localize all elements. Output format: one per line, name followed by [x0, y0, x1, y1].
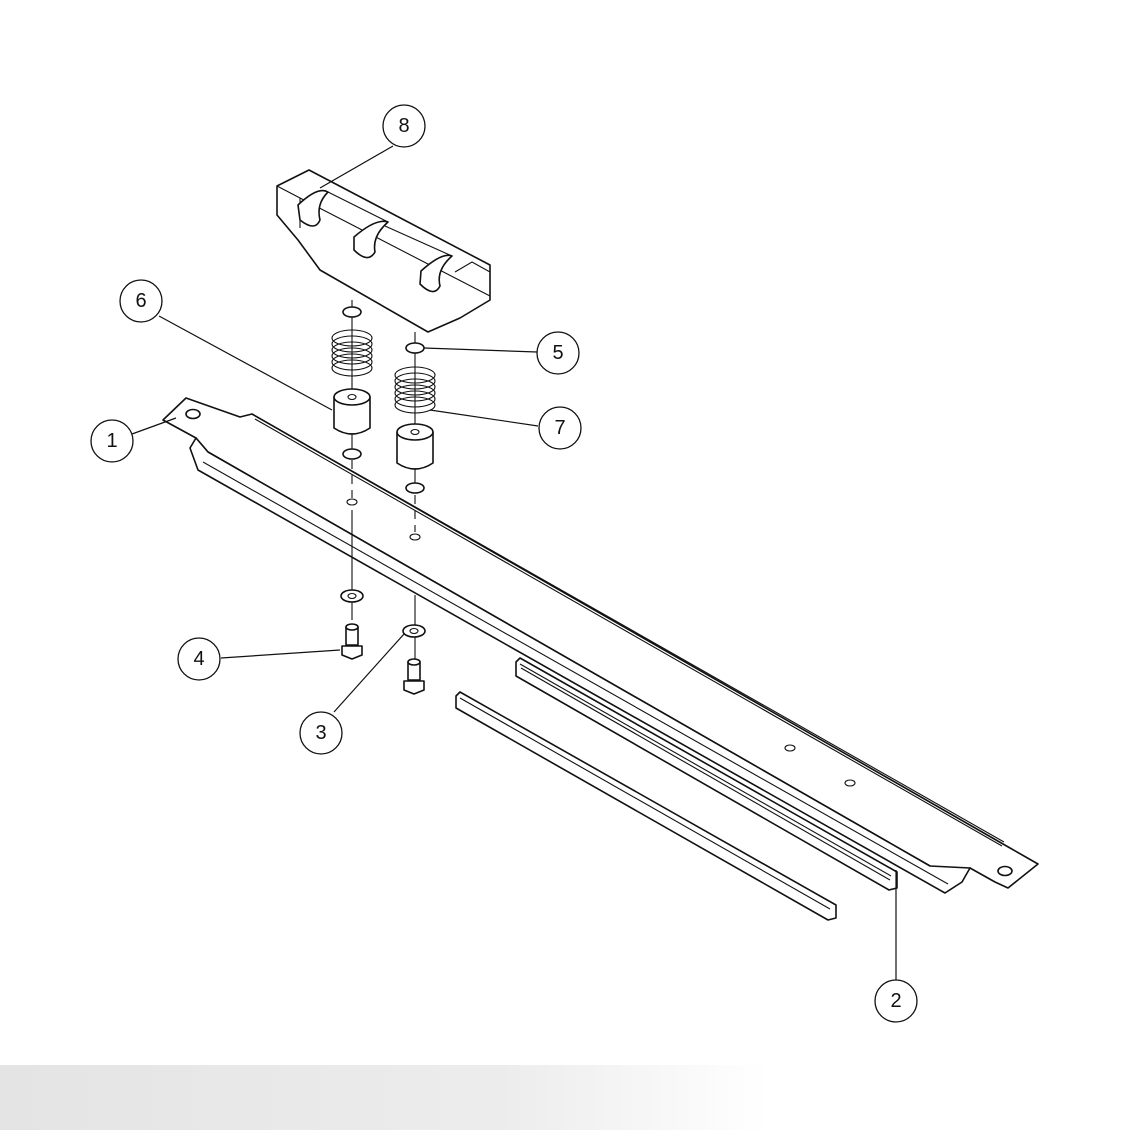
svg-text:8: 8 [398, 115, 409, 137]
svg-text:6: 6 [135, 290, 146, 312]
svg-text:7: 7 [554, 417, 565, 439]
balloon-4: 4 [177, 637, 221, 681]
svg-text:5: 5 [552, 342, 563, 364]
spring-right [394, 366, 436, 414]
svg-text:4: 4 [193, 648, 204, 670]
spring-left [331, 329, 373, 377]
part-2-edge-strips [455, 657, 898, 921]
svg-text:2: 2 [890, 990, 901, 1012]
bottom-shadow [0, 1065, 1130, 1130]
svg-text:3: 3 [315, 722, 326, 744]
balloon-3: 3 [299, 711, 343, 755]
balloon-6: 6 [119, 279, 163, 323]
part-1-mounting-bar [162, 397, 1039, 894]
balloon-7: 7 [538, 406, 582, 450]
leader-lines [131, 145, 897, 980]
balloon-5: 5 [536, 331, 580, 375]
fastener-stack-right [394, 332, 436, 695]
balloon-8: 8 [382, 104, 426, 148]
svg-text:1: 1 [106, 430, 117, 452]
fastener-stack-left [331, 300, 373, 660]
balloon-1: 1 [90, 419, 134, 463]
part-8-holder-block [276, 169, 491, 333]
balloon-2: 2 [874, 979, 918, 1023]
